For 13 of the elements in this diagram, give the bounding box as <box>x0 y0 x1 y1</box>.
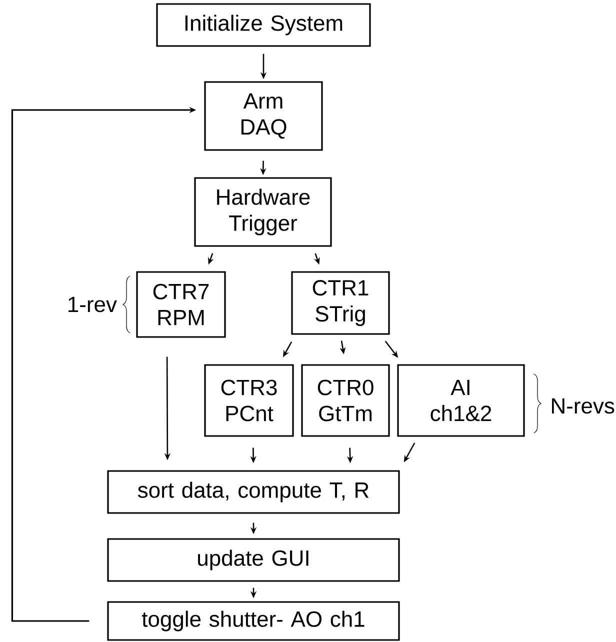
process-box: CTR7 RPM <box>136 271 226 338</box>
process-box: AI ch1&2 <box>397 364 525 437</box>
process-box: Arm DAQ <box>204 81 323 151</box>
process-box: CTR3 PCnt <box>204 364 294 437</box>
process-box: Hardware Trigger <box>194 177 332 247</box>
brace-label: 1-rev <box>68 296 117 312</box>
process-box: CTR1 STrig <box>291 271 390 335</box>
brace-label: N-revs <box>552 398 614 414</box>
process-box: Initialize System <box>156 3 371 47</box>
process-box: toggle shutter- AO ch1 <box>107 601 400 641</box>
process-box: sort data, compute T, R <box>107 470 400 514</box>
process-box: update GUI <box>107 538 400 582</box>
process-box: CTR0 GtTm <box>301 364 390 437</box>
